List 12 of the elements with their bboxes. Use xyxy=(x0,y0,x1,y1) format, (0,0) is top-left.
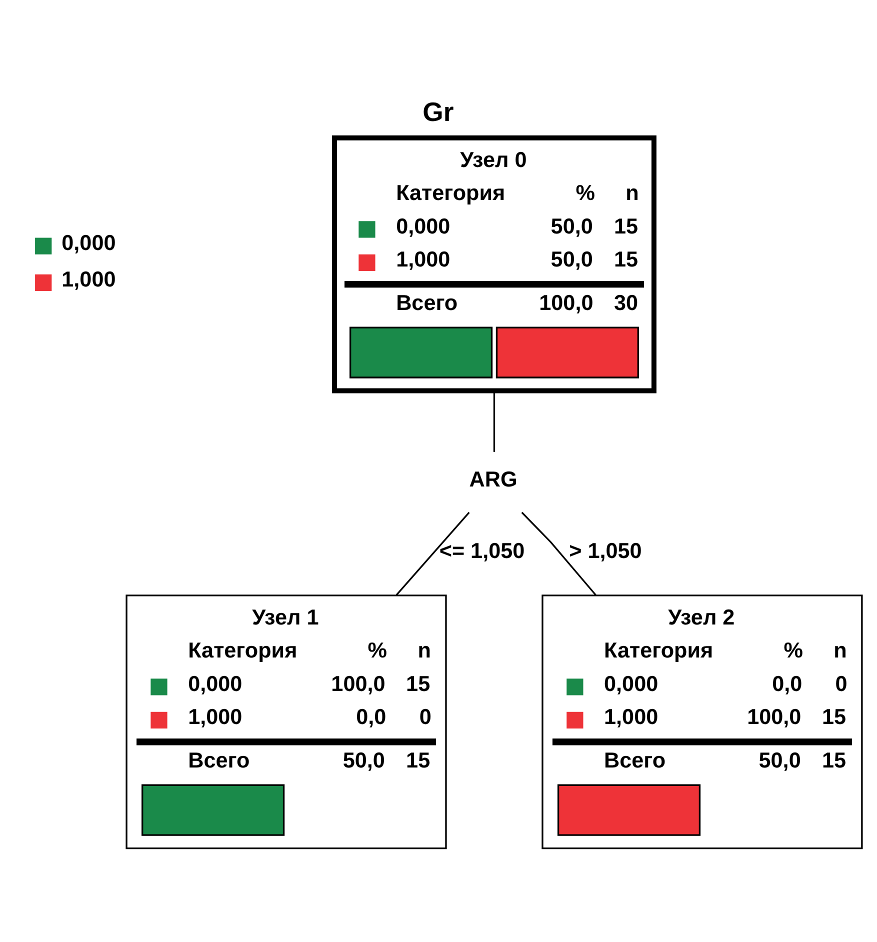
node-box: Узел 0 Категория % n 0,000 50,0 15 1,000 50,0 15 Всего 100,0 30 xyxy=(332,134,656,393)
node-text: ARG xyxy=(469,466,518,491)
edge-label: <= 1,050 xyxy=(439,537,525,562)
edge-label: > 1,050 xyxy=(569,537,642,562)
legend-label: 1,000 xyxy=(62,266,116,292)
diagram-title: Gr xyxy=(422,96,454,126)
legend-label: 0,000 xyxy=(62,230,116,255)
connector xyxy=(521,511,596,596)
node-box: Узел 2 Категория % n 0,000 0,0 0 1,000 100,0 15 Всего 50,0 15 xyxy=(542,594,863,849)
connector xyxy=(396,511,470,596)
connector xyxy=(493,390,496,452)
node-box: Узел 1 Категория % n 0,000 100,0 15 1,000 0,0 0 Всего 50,0 15 xyxy=(126,594,447,849)
